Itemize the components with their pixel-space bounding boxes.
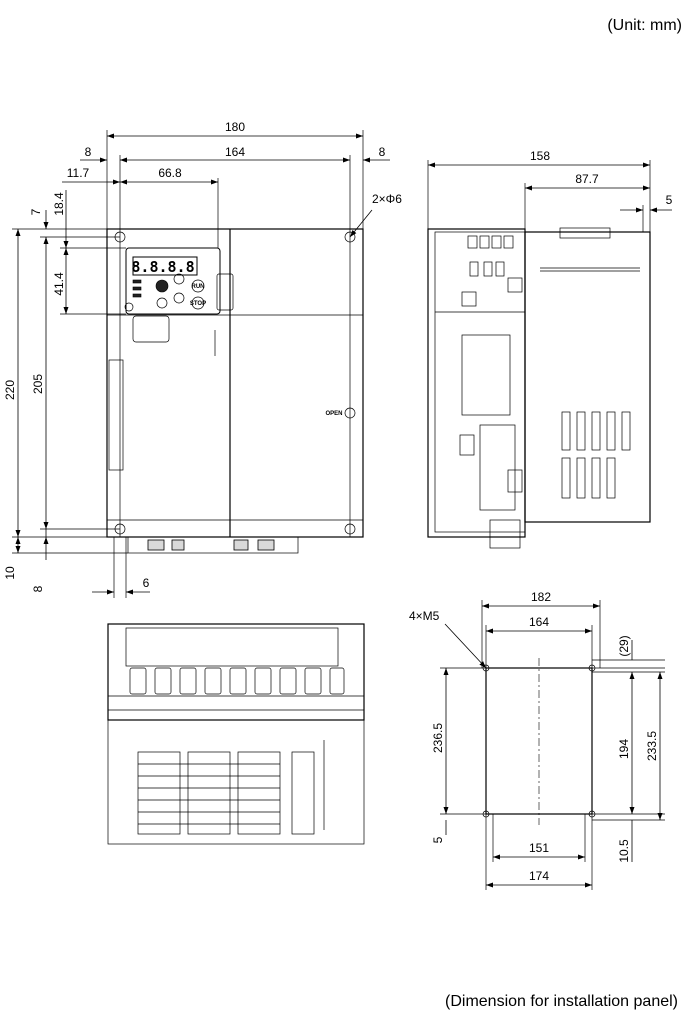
ground-terminal-icon: [233, 539, 249, 551]
knob-icon: [155, 279, 169, 293]
heatsink-slots: [561, 411, 631, 499]
terminal-block: [129, 667, 345, 695]
dim-164-panel: 164: [529, 615, 549, 629]
heatsink-outline: [524, 231, 651, 523]
dim-5-side: 5: [666, 193, 673, 207]
dim-194: 194: [617, 739, 631, 759]
dim-233-5: 233.5: [645, 731, 659, 761]
unit-note: (Unit: mm): [607, 17, 682, 34]
stop-key-icon: [191, 296, 205, 310]
run-key-icon: [191, 279, 205, 293]
dim-6: 6: [143, 576, 150, 590]
dim-11-7: 11.7: [67, 166, 90, 180]
panel-caption: (Dimension for installation panel): [445, 993, 678, 1010]
dim-164: 164: [225, 145, 245, 159]
led-display: [132, 256, 198, 276]
ground-terminal-icon: [257, 539, 275, 551]
dim-180: 180: [225, 120, 245, 134]
dim-151: 151: [529, 841, 549, 855]
cover-plate: [132, 315, 170, 343]
dim-8-left: 8: [85, 145, 92, 159]
front-view: 8.8.8.8 RUN STOP OPEN: [106, 228, 364, 554]
dim-236-5: 236.5: [431, 723, 445, 753]
dim-18-4: 18.4: [52, 192, 66, 216]
run-key-label: RUN: [192, 284, 205, 290]
dim-87-7: 87.7: [575, 172, 599, 186]
dim-220: 220: [3, 380, 17, 400]
dim-5-panel: 5: [431, 836, 445, 843]
dim-8-right: 8: [379, 145, 386, 159]
holes-callout-front: 2×Φ6: [372, 192, 402, 206]
side-body-outline: [427, 228, 526, 538]
bottom-view: [107, 623, 365, 845]
dim-10-5: 10.5: [617, 839, 631, 863]
vent-grille: [137, 751, 315, 835]
dim-182: 182: [531, 590, 551, 604]
dim-158: 158: [530, 149, 550, 163]
stop-key-label: STOP: [190, 301, 206, 307]
dim-66-8: 66.8: [158, 166, 182, 180]
dim-7: 7: [29, 208, 43, 215]
panel-dimensions: 182 164 4×M5 236.5 5 194 233.5 (29) 10.5: [409, 590, 665, 890]
dim-10: 10: [3, 566, 17, 580]
screw-icon: [124, 302, 134, 312]
dim-8-bottom: 8: [31, 585, 45, 592]
display-digits: 8.8.8.8: [131, 258, 194, 276]
holes-callout-panel: 4×M5: [409, 609, 440, 623]
panel-view: [482, 658, 596, 825]
ground-terminal-icon: [171, 539, 185, 551]
ground-terminal-icon: [147, 539, 165, 551]
side-dimensions: 158 87.7 5: [427, 149, 673, 232]
open-screw-icon: [344, 407, 356, 419]
front-dimensions: 180 164 8 8 11.7 66.8 2×Φ6 7 18.4: [3, 120, 402, 598]
dim-41-4: 41.4: [52, 272, 66, 296]
side-view: [427, 227, 651, 549]
dim-205: 205: [31, 374, 45, 394]
dim-174: 174: [529, 869, 549, 883]
dim-29: (29): [617, 635, 631, 656]
bottom-body-outline: [107, 623, 365, 721]
open-label: OPEN: [325, 411, 342, 417]
mount-hole-icon: [344, 523, 356, 535]
